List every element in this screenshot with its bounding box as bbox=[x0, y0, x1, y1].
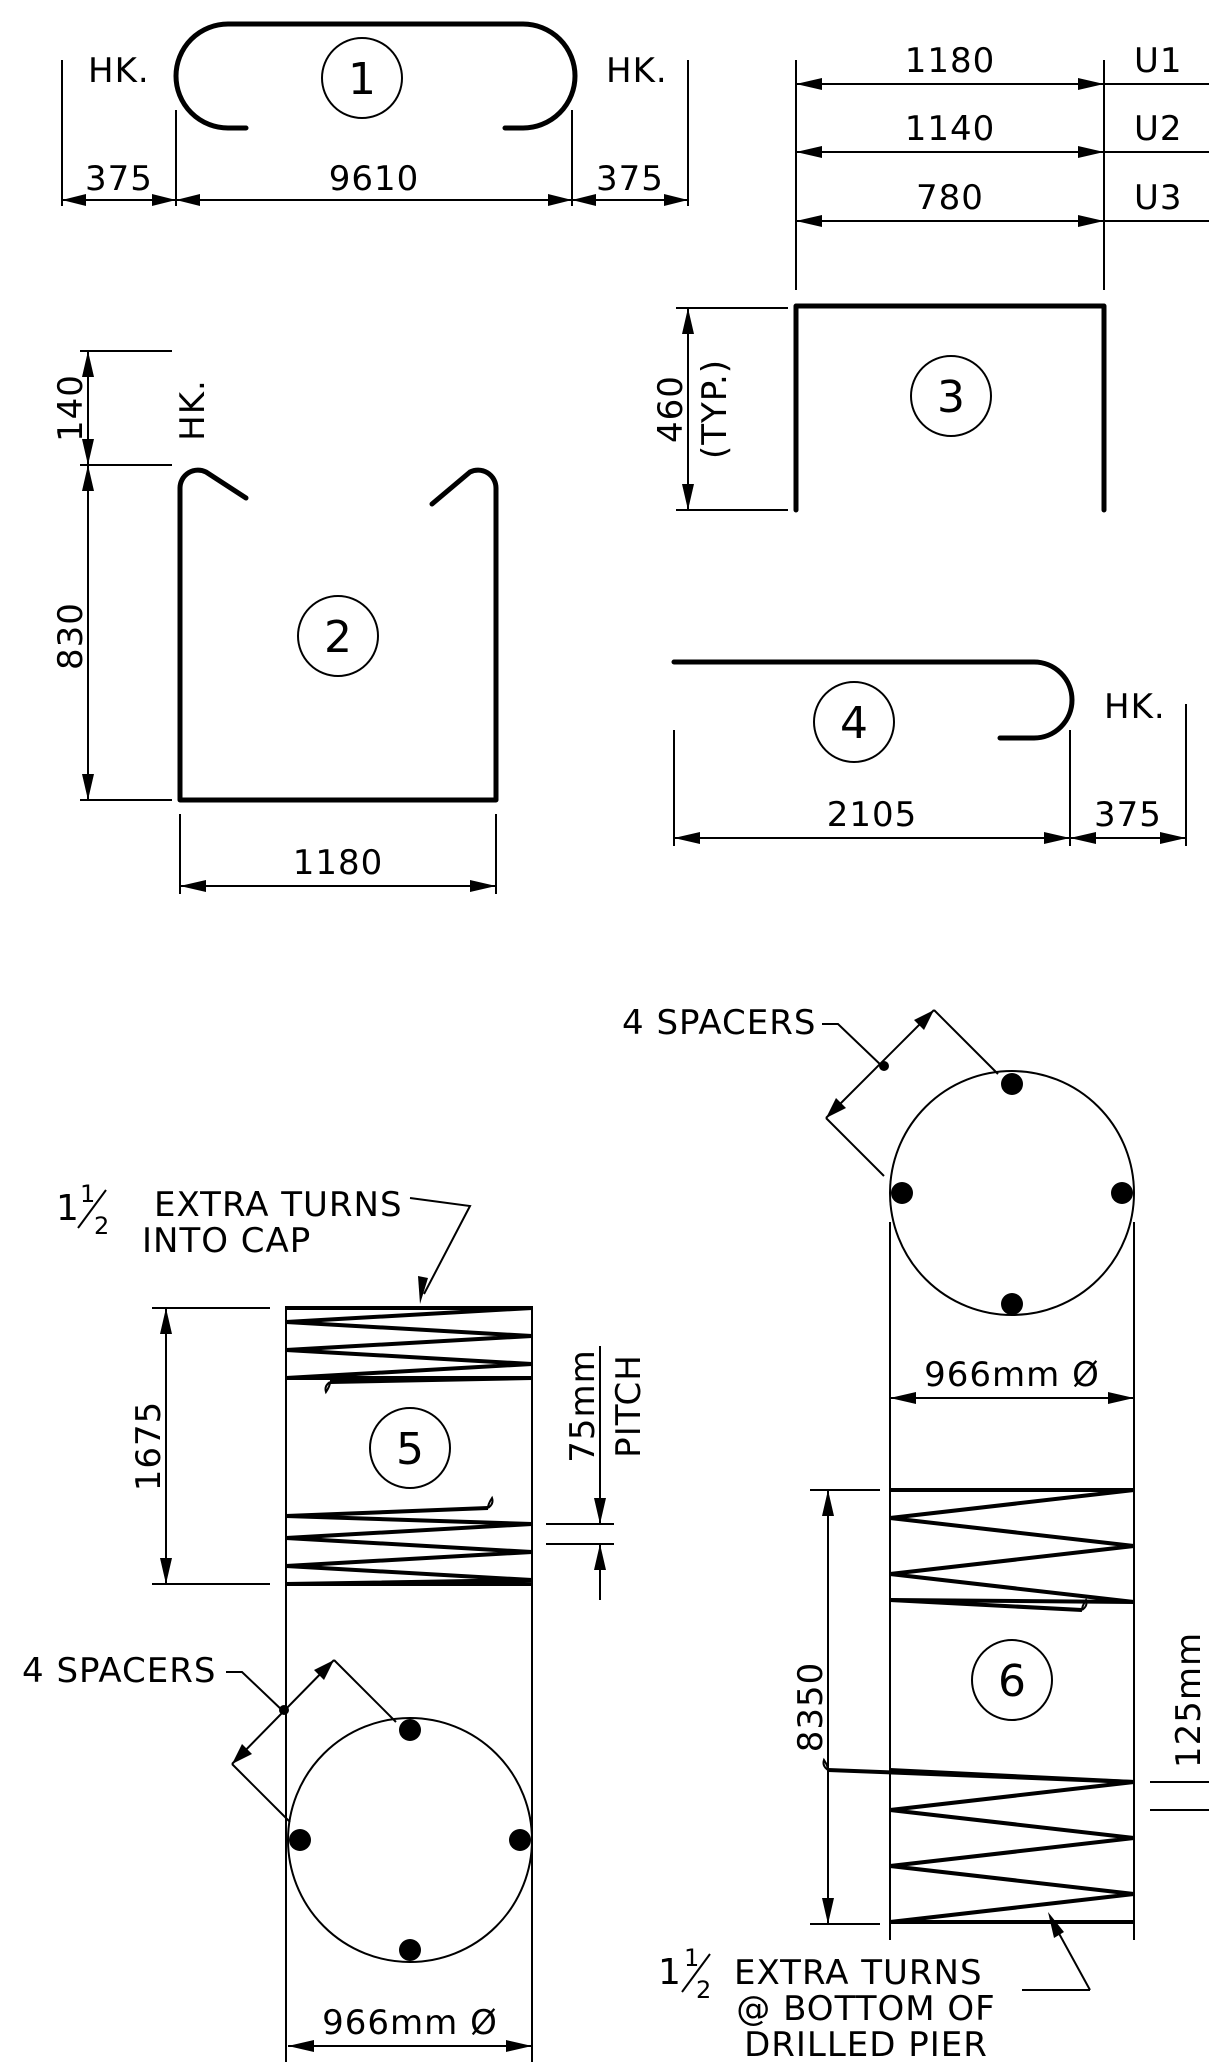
spiral-5-mark: 5 bbox=[396, 1424, 424, 1475]
spiral-5-spacer-bottom bbox=[399, 1939, 421, 1961]
spiral-5-extra-turns-line1: EXTRA TURNS bbox=[154, 1185, 403, 1225]
spiral-6-height: 8350 bbox=[791, 1662, 831, 1753]
bar-1-mark-circle bbox=[321, 37, 403, 119]
bar-3-height-note: (TYP.) bbox=[695, 359, 735, 459]
bar-2-hook-label: HK. bbox=[173, 379, 213, 441]
spiral-5-elevation: 1 1 2 EXTRA TURNS INTO CAP 5 1675 75mm P… bbox=[56, 1180, 649, 2062]
spiral-6-bottom-coil bbox=[889, 1768, 1135, 1924]
spiral-6-top-coil bbox=[889, 1488, 1135, 1604]
spiral-6-mark: 6 bbox=[998, 1656, 1026, 1707]
bar-3-height: 460 bbox=[651, 375, 691, 443]
bar-4-shape bbox=[671, 659, 1075, 741]
spiral-5-height: 1675 bbox=[129, 1401, 169, 1492]
bar-3-width-u2: 1140 bbox=[905, 109, 996, 149]
spiral-6-extra-turns-line3: DRILLED PIER bbox=[744, 2025, 988, 2062]
bar-2-detail: 2 140 HK. 830 1180 bbox=[51, 350, 499, 894]
bar-3-tag-u3: U3 bbox=[1134, 178, 1183, 218]
spiral-5-section: 4 SPACERS 966mm Ø bbox=[22, 1651, 533, 2052]
bar-3-mark: 3 bbox=[937, 372, 965, 423]
spiral-5-extra-turns-line2: INTO CAP bbox=[142, 1221, 311, 1261]
spiral-5-extra-turns-whole: 1 bbox=[56, 1188, 79, 1229]
spiral-6-pitch: 125mm bbox=[1169, 1632, 1209, 1768]
spiral-5-pitch: 75mm bbox=[563, 1349, 603, 1463]
spiral-6-extra-turns-num: 1 bbox=[684, 1944, 699, 1972]
spiral-6-diameter: 966mm Ø bbox=[924, 1355, 1100, 1395]
spiral-5-diameter: 966mm Ø bbox=[322, 2003, 498, 2043]
spiral-6-section-circle bbox=[889, 1070, 1135, 1316]
bar-4-dim-hook: 375 bbox=[1094, 795, 1162, 835]
bar-3-detail: 1180 U1 1140 U2 780 U3 3 460 (TYP.) bbox=[651, 41, 1209, 513]
spiral-5-extra-turns-num: 1 bbox=[80, 1180, 95, 1208]
spiral-6-elevation: 6 8350 125mm 1 1 2 EXTRA TURNS @ BOTTOM … bbox=[658, 1450, 1209, 2062]
bar-1-detail: 1 HK. HK. 375 9610 375 bbox=[61, 21, 689, 206]
spiral-5-bottom-coil bbox=[285, 1514, 533, 1586]
bar-1-dim-length: 9610 bbox=[329, 159, 420, 199]
bar-2-dim-hook: 140 bbox=[51, 374, 91, 442]
spiral-6-spacer-right bbox=[1111, 1182, 1133, 1204]
bar-3-tag-u1: U1 bbox=[1134, 41, 1183, 81]
spiral-5-spacer-right bbox=[509, 1829, 531, 1851]
bar-2-dim-height: 830 bbox=[51, 602, 91, 670]
bar-3-width-u3: 780 bbox=[916, 178, 984, 218]
bar-1-dim-hook-left: 375 bbox=[85, 159, 153, 199]
bar-1-hook-left-label: HK. bbox=[88, 51, 150, 91]
spiral-6-section: 4 SPACERS 966mm Ø bbox=[622, 1003, 1135, 1450]
bar-4-hook-label: HK. bbox=[1104, 687, 1166, 727]
bar-3-width-u1: 1180 bbox=[905, 41, 996, 81]
bar-4-mark: 4 bbox=[840, 698, 868, 749]
bar-3-tag-u2: U2 bbox=[1134, 109, 1183, 149]
spiral-6-spacer-top bbox=[1001, 1073, 1023, 1095]
bar-1-dim-hook-right: 375 bbox=[596, 159, 664, 199]
spiral-5-extra-turns-den: 2 bbox=[94, 1212, 109, 1240]
bar-4-detail: 4 HK. 2105 375 bbox=[671, 659, 1187, 846]
spiral-5-top-coil bbox=[285, 1306, 533, 1380]
bar-4-dim-length: 2105 bbox=[827, 795, 918, 835]
spiral-6-extra-turns-line1: EXTRA TURNS bbox=[734, 1953, 983, 1993]
spiral-6-spacers-label: 4 SPACERS bbox=[622, 1003, 816, 1043]
spiral-5-spacer-left bbox=[289, 1829, 311, 1851]
bar-2-shape bbox=[177, 467, 499, 803]
spiral-6-extra-turns-whole: 1 bbox=[658, 1952, 681, 1993]
spiral-5-section-circle bbox=[287, 1717, 533, 1963]
spiral-6-extra-turns-den: 2 bbox=[696, 1976, 711, 2004]
bar-1-hook-right-label: HK. bbox=[606, 51, 668, 91]
spiral-5-pitch-label: PITCH bbox=[609, 1354, 649, 1458]
bar-1-mark: 1 bbox=[348, 54, 376, 105]
spiral-6-spacer-bottom bbox=[1001, 1293, 1023, 1315]
spiral-6-spacer-left bbox=[891, 1182, 913, 1204]
spiral-6-extra-turns-line2: @ BOTTOM OF bbox=[736, 1989, 995, 2029]
spiral-5-spacers-label: 4 SPACERS bbox=[22, 1651, 216, 1691]
bar-1-shape bbox=[173, 21, 578, 131]
bar-2-mark: 2 bbox=[324, 612, 352, 663]
spiral-5-spacer-top bbox=[399, 1719, 421, 1741]
bar-2-dim-width: 1180 bbox=[293, 843, 384, 883]
bar-3-shape bbox=[793, 303, 1107, 513]
